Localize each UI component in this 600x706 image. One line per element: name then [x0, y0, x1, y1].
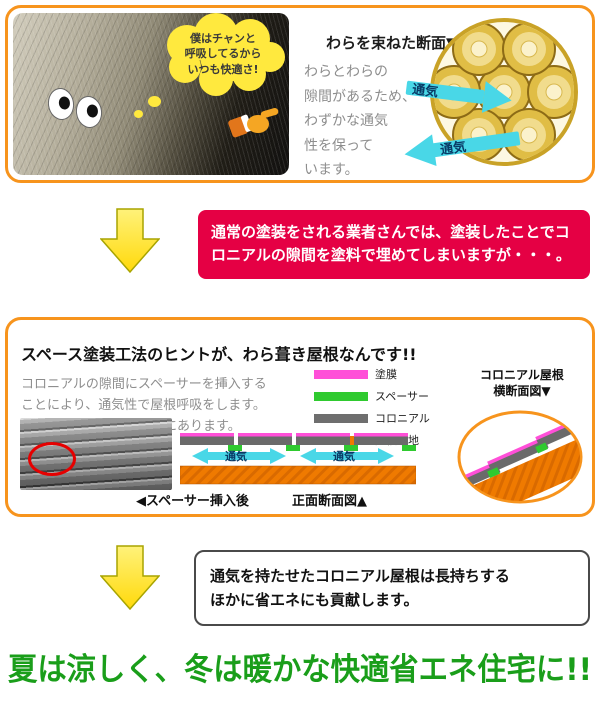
- vent-label-right: 通気: [333, 449, 355, 463]
- vent-label-bottom: 通気: [439, 139, 467, 158]
- warning-callout: 通常の塗装をされる業者さんでは、塗装したことでコロニアルの隙間を塗料で埋めてしま…: [198, 210, 590, 279]
- legend-swatch-spacer: [314, 391, 368, 401]
- pupil: [58, 95, 71, 111]
- legend-row: スペーサー: [314, 388, 430, 404]
- roof-photo: [20, 418, 172, 490]
- vent-flow-arrows: 通気 通気: [192, 448, 394, 464]
- down-arrow-icon: [100, 208, 160, 274]
- thought-bubble: 僕はチャンと 呼吸してるから いつも快適さ!: [160, 12, 286, 96]
- thought-bubble-cloud: [167, 13, 285, 96]
- spacer-section-title: スペース塗装工法のヒントが、わら葺き屋根なんです!!: [21, 345, 417, 365]
- vent-label-top: 通気: [411, 81, 439, 100]
- vent-label-left: 通気: [225, 449, 247, 463]
- footer-headline: 夏は涼しく、冬は暖かな快適省エネ住宅に!!: [5, 649, 596, 692]
- vent-arrow-out-icon: 通気: [404, 131, 521, 167]
- colonial-slats: [180, 433, 416, 451]
- cross-section-label: コロニアル屋根 横断面図▼: [480, 368, 564, 398]
- vent-arrow-in-icon: 通気: [405, 80, 512, 113]
- cross-section-oval-diagram: [457, 410, 583, 504]
- legend-label: 塗膜: [375, 368, 397, 381]
- legend-label: スペーサー: [375, 390, 430, 403]
- bubble-tail-dot: [148, 96, 161, 107]
- spacer-method-panel: スペース塗装工法のヒントが、わら葺き屋根なんです!! コロニアルの隙間にスペーサ…: [5, 317, 595, 517]
- front-cross-section-diagram: 通気 通気: [180, 433, 416, 485]
- ventilation-arrows: 通気 通気: [404, 80, 521, 167]
- legend-swatch-coating: [314, 369, 368, 379]
- benefit-callout: 通気を持たせたコロニアル屋根は長持ちする ほかに省エネにも貢献します。: [194, 550, 590, 626]
- straw-roof-panel: 僕はチャンと 呼吸してるから いつも快適さ! わらを束ねた断面▼ わらとわらの …: [5, 5, 595, 183]
- legend-label: コロニアル: [375, 412, 430, 425]
- headline-text: 夏は涼しく、冬は暖かな快適省エネ住宅に!!: [8, 652, 592, 688]
- caption-after-spacer: ◀スペーサー挿入後: [136, 494, 249, 509]
- bubble-tail-dot: [134, 110, 143, 118]
- legend-row: 塗膜: [314, 366, 430, 382]
- straw-section-heading: わらを束ねた断面▼: [326, 34, 458, 53]
- pupil: [86, 103, 99, 119]
- legend-row: コロニアル: [314, 410, 430, 426]
- down-arrow-icon: [100, 545, 160, 611]
- legend-swatch-colonial: [314, 413, 368, 423]
- straw-section-body: わらとわらの 隙間があるため、 わずかな通気 性を保って います。: [304, 64, 416, 178]
- caption-front-view: 正面断面図▲: [292, 494, 367, 509]
- thought-bubble-text: 僕はチャンと 呼吸してるから いつも快適さ!: [184, 31, 262, 76]
- red-circle-annotation: [28, 442, 76, 476]
- pointing-hand-icon: [228, 104, 282, 142]
